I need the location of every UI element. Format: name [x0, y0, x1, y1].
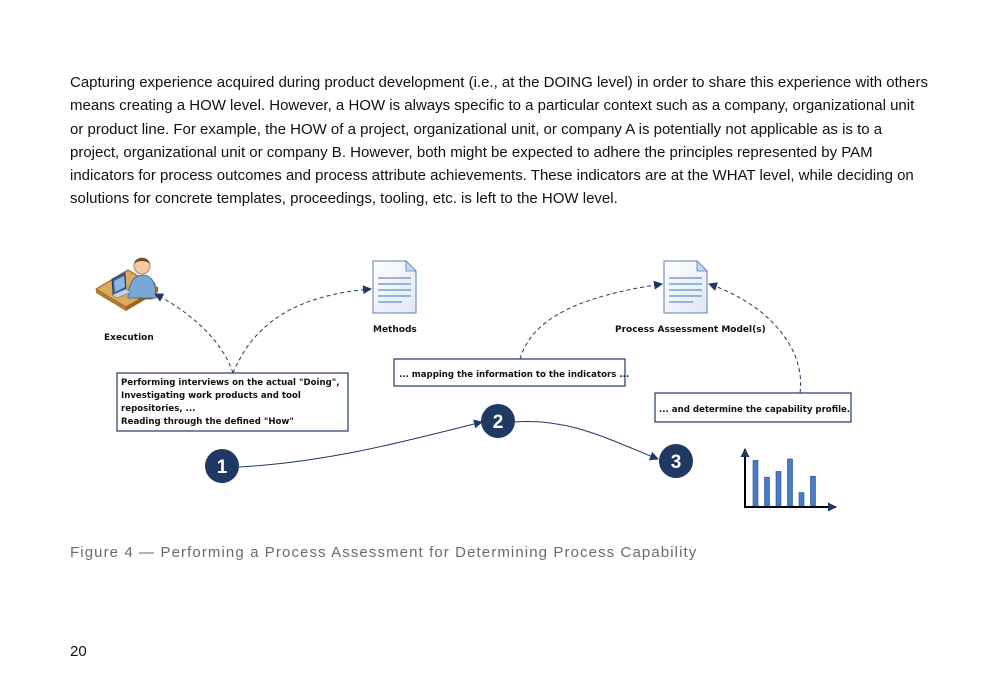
box-line: Investigating work products and tool [121, 391, 301, 401]
dashed-arrow-from-profile [708, 282, 802, 394]
dashed-arrow-to-pam [519, 280, 663, 360]
box-line: ... mapping the information to the indic… [399, 370, 629, 380]
capability-bar [775, 471, 782, 507]
step-2-number: 2 [493, 412, 504, 433]
box-line: ... and determine the capability profile… [659, 405, 850, 415]
capability-bar [810, 475, 816, 507]
label-methods: Methods [373, 325, 417, 335]
step-3-number: 3 [671, 452, 682, 473]
capability-bar [752, 460, 759, 507]
step-1-number: 1 [217, 457, 228, 478]
body-paragraph: Capturing experience acquired during pro… [70, 74, 928, 208]
box-line: Reading through the defined "How" [121, 417, 294, 427]
box-line: Performing interviews on the actual "Doi… [121, 378, 339, 388]
page-number: 20 [70, 643, 87, 660]
document-icon [663, 260, 708, 314]
arrow-step2-to-step3 [514, 421, 659, 461]
capability-bar [764, 476, 770, 507]
step-2-marker: 2 [481, 404, 515, 438]
capability-bar [787, 458, 793, 507]
capability-bar [798, 492, 805, 507]
bar-chart-icon [740, 448, 837, 512]
dashed-arrow-to-execution [154, 293, 234, 374]
text-box-mapping: ... mapping the information to the indic… [393, 358, 629, 387]
text-box-capability-profile: ... and determine the capability profile… [654, 392, 852, 423]
label-process-assessment-model: Process Assessment Model(s) [615, 325, 766, 335]
document-icon [372, 260, 417, 314]
dashed-arrow-to-methods [232, 285, 372, 374]
step-1-marker: 1 [205, 449, 239, 483]
text-box-performing-interviews: Performing interviews on the actual "Doi… [116, 372, 349, 432]
arrow-step1-to-step2 [238, 419, 483, 468]
label-execution: Execution [104, 333, 154, 343]
figure-caption: Figure 4 — Performing a Process Assessme… [70, 544, 698, 561]
person-at-desk-icon [95, 257, 159, 311]
box-line: repositories, ... [121, 404, 195, 414]
step-3-marker: 3 [659, 444, 693, 478]
